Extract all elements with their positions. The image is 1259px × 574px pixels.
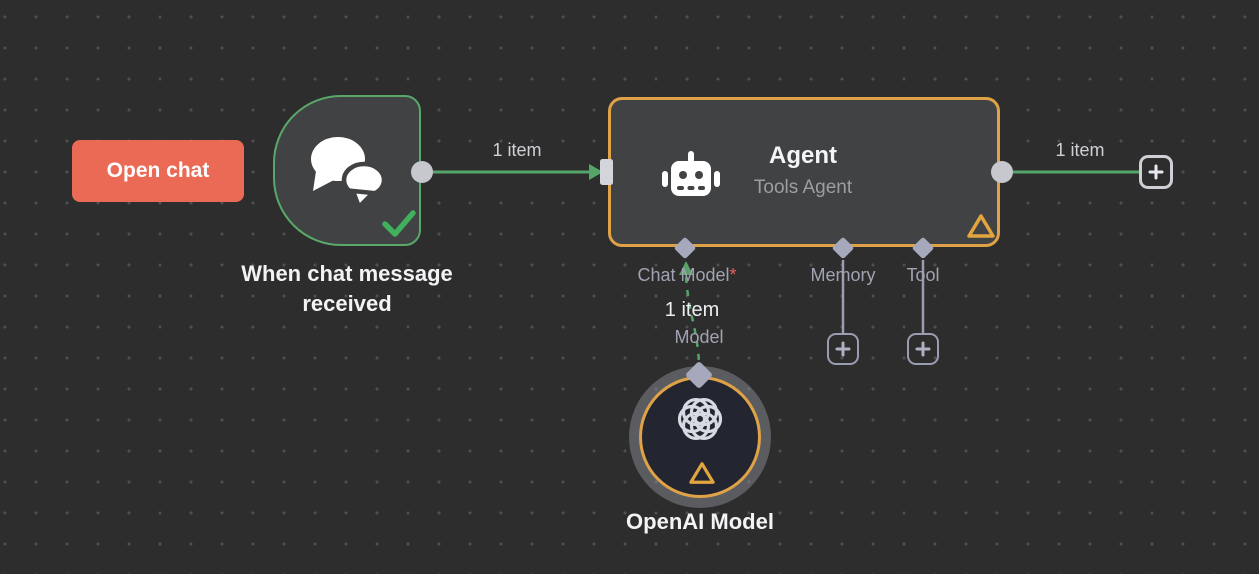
wire-trigger-to-agent-arrow [589,164,603,180]
agent-input-handle[interactable] [600,159,613,185]
chat-bubbles-icon [311,137,387,211]
warning-triangle-icon [967,214,995,238]
node-agent[interactable]: Agent Tools Agent [608,97,1000,247]
check-icon [382,210,416,237]
node-chat-trigger[interactable] [273,95,421,246]
openai-logo-icon [677,397,723,441]
trigger-output-handle[interactable] [411,161,433,183]
add-tool-button[interactable] [907,333,939,365]
openai-node-body [639,376,761,498]
open-chat-button[interactable]: Open chat [72,140,244,202]
wire-openai-to-agent[interactable] [684,276,701,364]
robot-icon [662,151,720,196]
agent-node-subtitle: Tools Agent [753,177,853,198]
node-openai-model[interactable] [629,366,771,508]
warning-triangle-icon [689,462,715,484]
agent-output-handle[interactable] [991,161,1013,183]
wire-chat-model-arrow [679,261,693,275]
add-memory-button[interactable] [827,333,859,365]
agent-node-title: Agent [769,142,837,169]
add-next-node-button[interactable] [1139,155,1173,189]
